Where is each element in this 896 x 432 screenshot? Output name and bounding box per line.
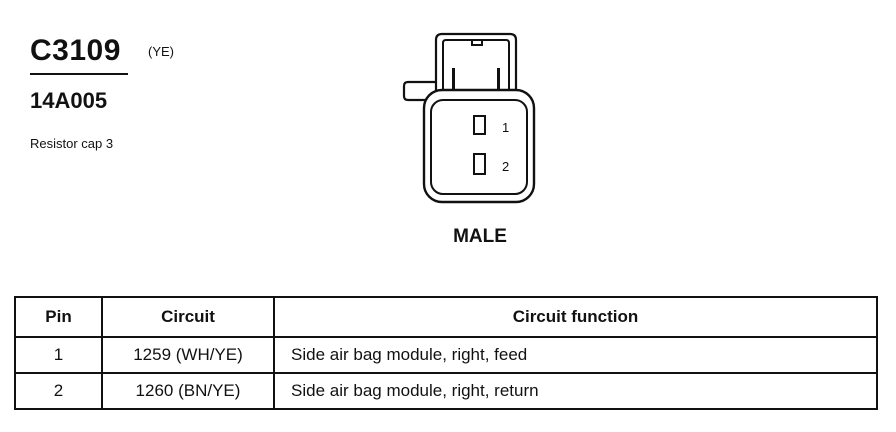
- connector-latch: [434, 32, 518, 96]
- pin-2-terminal: [473, 153, 486, 175]
- connector-side-tab: [402, 80, 436, 102]
- column-header-circuit: Circuit: [101, 296, 275, 338]
- table-header-row: Pin Circuit Circuit function: [14, 296, 878, 338]
- connector-id: C3109: [30, 34, 121, 67]
- pin-1-terminal: [473, 115, 486, 135]
- pin-2-label: 2: [502, 159, 509, 174]
- pin-1-label: 1: [502, 120, 509, 135]
- cell-pin: 2: [14, 372, 103, 410]
- cell-circuit: 1260 (BN/YE): [101, 372, 275, 410]
- connector-diagram: 1 2: [402, 32, 536, 204]
- part-number: 14A005: [30, 88, 108, 113]
- cell-circuit: 1259 (WH/YE): [101, 336, 275, 374]
- connector-view-label: MALE: [453, 226, 507, 247]
- connector-body: [422, 88, 536, 204]
- table-row: 1 1259 (WH/YE) Side air bag module, righ…: [14, 336, 878, 374]
- pinout-table: Pin Circuit Circuit function 1 1259 (WH/…: [14, 296, 878, 410]
- table-row: 2 1260 (BN/YE) Side air bag module, righ…: [14, 372, 878, 410]
- header-rule: [30, 73, 128, 75]
- connector-description: Resistor cap 3: [30, 136, 114, 151]
- column-header-function: Circuit function: [273, 296, 878, 338]
- cell-function: Side air bag module, right, return: [273, 372, 878, 410]
- wire-color: (YE): [148, 44, 174, 59]
- column-header-pin: Pin: [14, 296, 103, 338]
- cell-pin: 1: [14, 336, 103, 374]
- cell-function: Side air bag module, right, feed: [273, 336, 878, 374]
